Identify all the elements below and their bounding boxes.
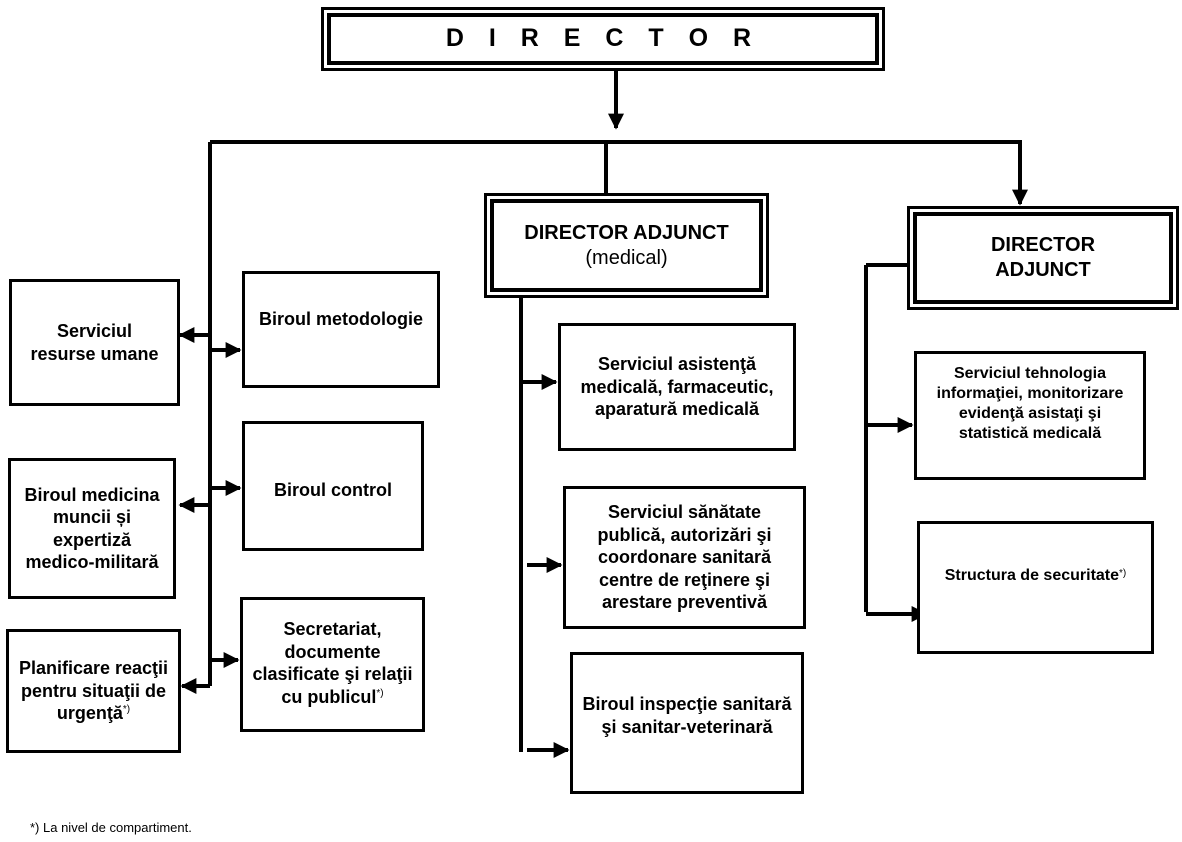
deputy-line2: ADJUNCT [995, 259, 1091, 281]
resurse-umane-box: Serviciul resurse umane [9, 279, 180, 406]
metodologie-label: Biroul metodologie [259, 309, 423, 329]
inspectie-line: şi sanitar-veterinară [601, 716, 773, 737]
asistenta-line: aparatură medicală [594, 399, 760, 420]
medicina-muncii-box: Biroul medicina muncii și expertiză medi… [8, 458, 176, 599]
asistenta-line: medicală, farmaceutic, [580, 376, 774, 397]
secretariat-line: Secretariat, [283, 619, 382, 639]
footnote-mark: *) [1119, 568, 1127, 579]
planificare-line: Planificare reacţii [18, 658, 169, 679]
metodologie-box: Biroul metodologie [242, 271, 440, 388]
tehnologia-line: Serviciul tehnologia [953, 365, 1107, 382]
control-label: Biroul control [274, 480, 392, 500]
inspectie-line: Biroul inspecţie sanitară [582, 694, 792, 714]
director-box: D I R E C T O R [321, 7, 885, 71]
footnote-mark: *) [122, 704, 131, 716]
medicina-muncii-line: medico-militară [25, 552, 159, 572]
secretariat-box: Secretariat, documente clasificate şi re… [240, 597, 425, 732]
secretariat-line: clasificate şi relaţii [252, 664, 413, 684]
deputy-medical-subtitle: (medical) [585, 246, 668, 269]
sanatate-box: Serviciul sănătate publică, autorizări ş… [563, 486, 806, 629]
director-label: D I R E C T O R [445, 24, 761, 53]
planificare-line: urgenţă*) [56, 703, 131, 724]
resurse-umane-line: Serviciul [56, 321, 133, 341]
tehnologia-line: informaţiei, monitorizare [936, 385, 1124, 402]
footnote: *) La nivel de compartiment. [30, 820, 192, 835]
sanatate-line: centre de reţinere şi [598, 569, 771, 590]
securitate-line: Structura de securitate*) [944, 567, 1127, 584]
sanatate-line: publică, autorizări şi [597, 524, 772, 545]
secretariat-line: documente [284, 641, 381, 662]
planificare-line: pentru situaţii de [20, 680, 166, 701]
sanatate-line: coordonare sanitară [597, 547, 772, 568]
tehnologia-box: Serviciul tehnologia informaţiei, monito… [914, 351, 1146, 480]
medicina-muncii-line: muncii și [52, 507, 132, 527]
securitate-box: Structura de securitate*) [917, 521, 1154, 654]
inspectie-box: Biroul inspecţie sanitară şi sanitar-vet… [570, 652, 804, 794]
tehnologia-line: evidenţă asistaţi şi [958, 405, 1102, 422]
control-box: Biroul control [242, 421, 424, 551]
sanatate-line: Serviciul sănătate [607, 502, 762, 523]
deputy-line1: DIRECTOR [990, 234, 1096, 256]
deputy-box: DIRECTOR ADJUNCT [907, 206, 1179, 310]
asistenta-box: Serviciul asistenţă medicală, farmaceuti… [558, 323, 796, 451]
planificare-box: Planificare reacţii pentru situaţii de u… [6, 629, 181, 753]
deputy-medical-title: DIRECTOR ADJUNCT [524, 221, 729, 244]
asistenta-line: Serviciul asistenţă [597, 354, 757, 375]
resurse-umane-line: resurse umane [30, 343, 159, 364]
sanatate-line: arestare preventivă [601, 592, 768, 613]
medicina-muncii-line: expertiză [52, 529, 132, 550]
deputy-medical-box: DIRECTOR ADJUNCT (medical) [484, 193, 769, 298]
footnote-mark: *) [376, 687, 384, 699]
medicina-muncii-line: Biroul medicina [24, 484, 160, 505]
secretariat-line: cu publicul*) [281, 686, 384, 707]
tehnologia-line: statistică medicală [958, 425, 1102, 442]
